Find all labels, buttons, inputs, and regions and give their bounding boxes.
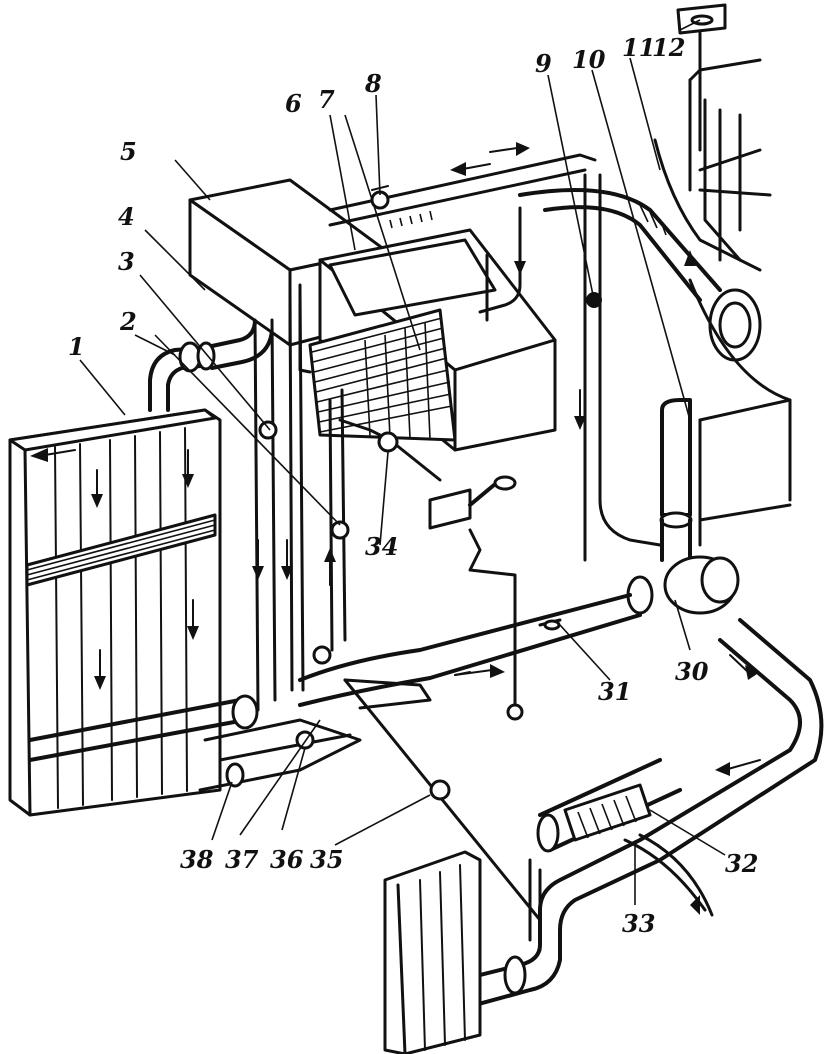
top-return-pipe — [328, 142, 597, 314]
label-6: 6 — [285, 89, 302, 118]
valve-34 — [338, 418, 524, 721]
callout-labels: 1 2 3 4 5 6 7 8 9 10 11 12 30 31 32 33 3… — [68, 33, 758, 938]
label-30: 30 — [675, 657, 709, 686]
label-33: 33 — [622, 909, 655, 938]
heater-unit — [298, 228, 557, 452]
engine-connection — [518, 58, 792, 547]
label-31: 31 — [598, 677, 631, 706]
lower-hose — [298, 593, 642, 707]
radiator-main — [8, 298, 274, 817]
return-line-9 — [574, 173, 662, 562]
label-11: 11 — [622, 33, 655, 62]
label-12: 12 — [652, 33, 685, 62]
left-risers — [252, 288, 350, 712]
label-37: 37 — [225, 845, 259, 874]
label-8: 8 — [364, 69, 382, 98]
label-1: 1 — [68, 332, 85, 361]
radiator-secondary — [383, 850, 482, 1054]
label-10: 10 — [572, 45, 606, 74]
water-pump — [626, 398, 740, 615]
leader-lines — [79, 19, 726, 905]
label-32: 32 — [725, 849, 758, 878]
label-3: 3 — [118, 247, 135, 276]
flow-arrows-radiator — [30, 448, 199, 690]
label-36: 36 — [270, 845, 304, 874]
label-4: 4 — [118, 202, 135, 231]
label-38: 38 — [180, 845, 214, 874]
label-7: 7 — [318, 85, 335, 114]
label-5: 5 — [120, 137, 137, 166]
auxiliary-heater — [536, 758, 714, 917]
label-2: 2 — [119, 307, 137, 336]
label-9: 9 — [535, 49, 552, 78]
label-35: 35 — [310, 845, 343, 874]
outlet-pipe — [418, 618, 824, 1022]
label-34: 34 — [365, 532, 398, 561]
